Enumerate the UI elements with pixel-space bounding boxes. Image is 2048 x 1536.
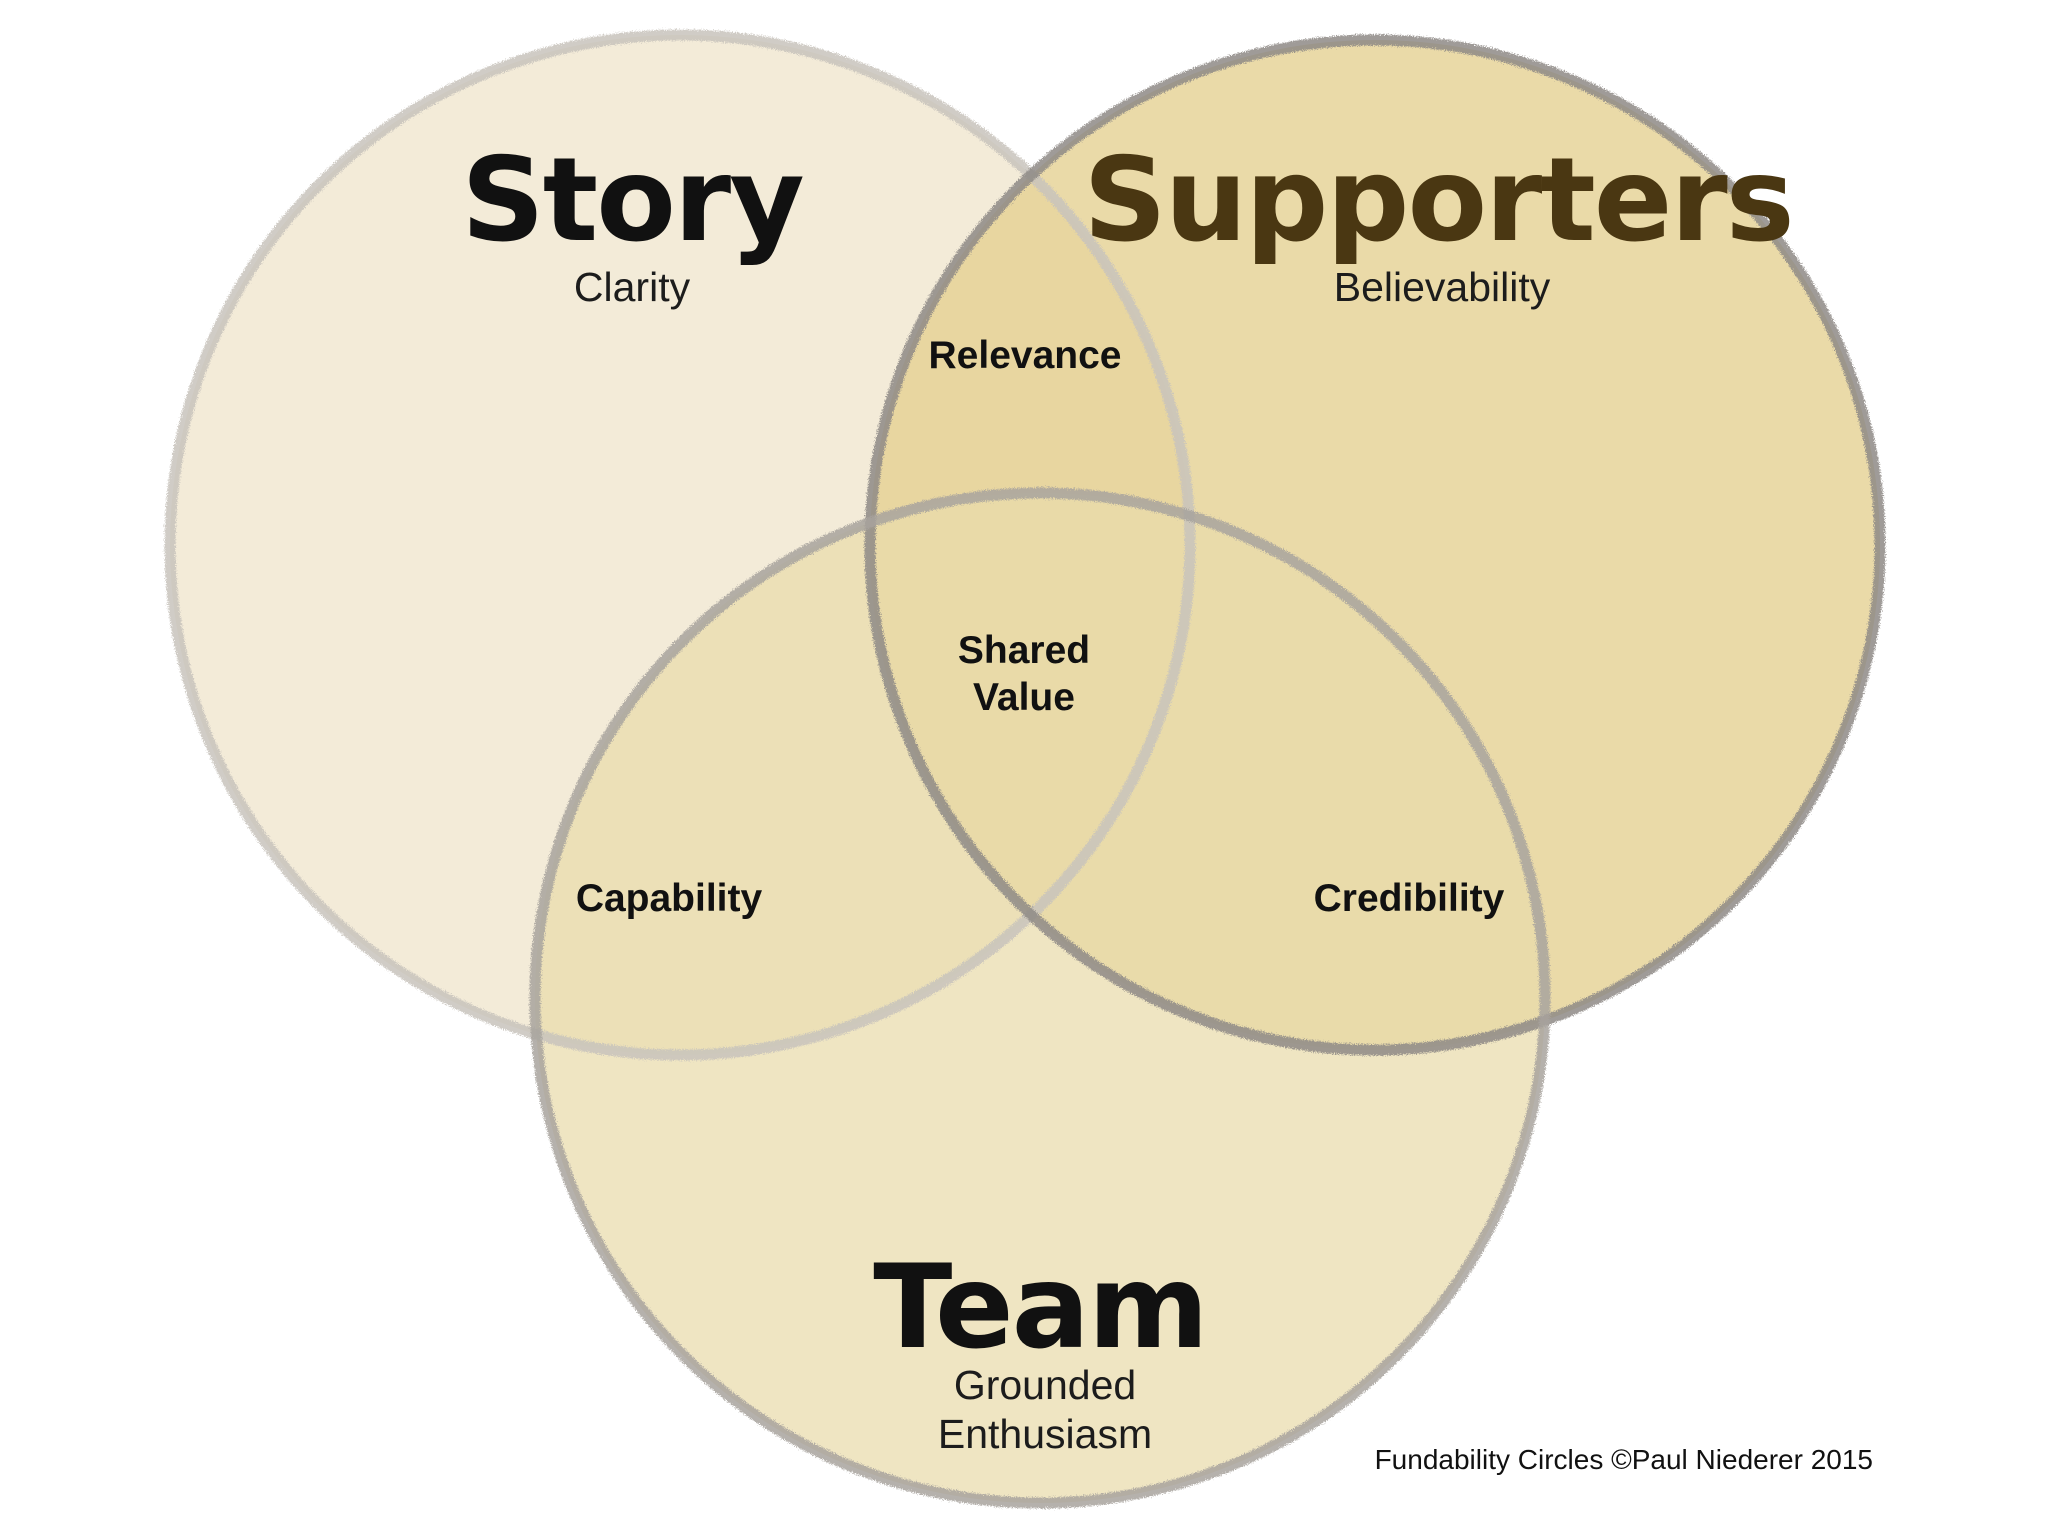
supporters-title: Supporters (1083, 133, 1792, 268)
shared-value-label-line2: Value (973, 676, 1075, 719)
story-circle-border (164, 29, 1196, 1061)
team-title: Team (873, 1240, 1207, 1375)
story-subtitle: Clarity (574, 264, 691, 310)
supporters-circle-border (864, 34, 1886, 1056)
team-circle-border (529, 487, 1551, 1509)
supporters-subtitle: Believability (1334, 264, 1551, 310)
credibility-label: Credibility (1314, 877, 1505, 920)
team-subtitle-line1: Grounded (954, 1362, 1136, 1408)
capability-label: Capability (576, 877, 763, 920)
team-circle (535, 493, 1545, 1503)
copyright-credit: Fundability Circles ©Paul Niederer 2015 (1375, 1444, 1873, 1475)
relevance-label: Relevance (929, 334, 1122, 377)
team-subtitle-line2: Enthusiasm (938, 1411, 1152, 1457)
shared-value-label-line1: Shared (958, 629, 1090, 672)
story-title: Story (461, 133, 803, 268)
